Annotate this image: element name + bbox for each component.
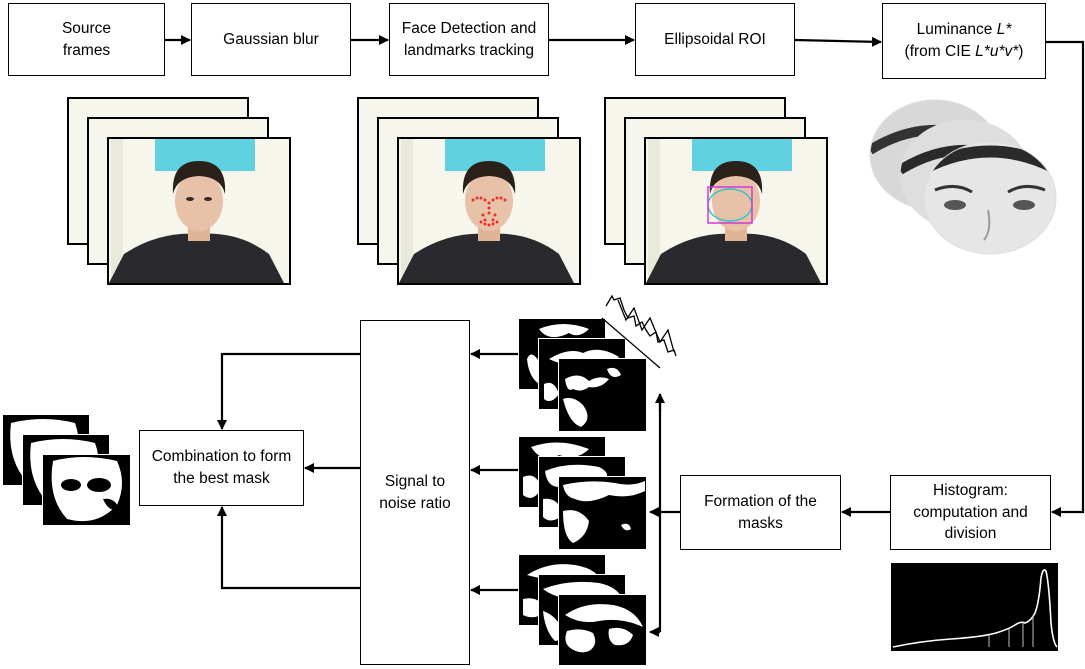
combination-box: Combination to form the best mask [139,430,304,506]
binary-mask [42,454,131,526]
masks-label-1: Formation of the [704,492,817,510]
luminance-face-back [870,100,1000,210]
arrow-left-icon [1046,40,1085,517]
histogram-box: Histogram: computation and division [890,475,1051,550]
luminance-box: Luminance L* (from CIE L*u*v*) [882,3,1046,79]
combination-label-1: Combination to form [151,448,292,466]
ellipsoidal-roi-box: Ellipsoidal ROI [635,3,795,76]
source-frames-label-1: Source [61,19,112,37]
video-frame [644,137,828,285]
histogram-label-3: division [944,525,997,543]
source-frames-label-2: frames [62,41,111,59]
person-with-landmarks-image [399,139,574,283]
gaussian-blur-label: Gaussian blur [223,30,319,48]
luminance-label-1: Luminance L* [916,21,1012,39]
video-frame [397,137,581,285]
histogram-image [891,563,1058,651]
arrow-down-icon [217,352,360,430]
binary-mask [558,358,647,432]
luminance-face-front [924,142,1056,254]
histogram-label-1: Histogram: [933,481,1008,499]
source-frames-box: Source frames [8,3,165,76]
combination-label-2: the best mask [173,470,270,487]
person-image [109,139,284,283]
luminance-face-middle [900,120,1030,230]
face-detection-label-2: landmarks tracking [403,41,535,59]
face-detection-label-1: Face Detection and [401,19,537,37]
binary-mask [558,476,647,550]
arrow-right-icon [794,36,882,47]
video-frame [107,137,291,285]
luminance-label-2: (from CIE L*u*v*) [904,43,1024,60]
histogram-label-2: computation and [913,503,1028,521]
gaussian-blur-box: Gaussian blur [191,3,351,76]
face-detection-box: Face Detection and landmarks tracking [389,3,549,76]
binary-mask [558,594,647,666]
histogram-curve-icon [892,569,1058,648]
snr-label-1: Signal to [384,472,446,490]
person-with-roi-image [646,139,821,283]
snr-label-2: noise ratio [379,494,451,512]
masks-label-2: masks [738,514,783,532]
formation-of-masks-box: Formation of the masks [680,475,841,550]
arrow-up-icon [217,506,360,590]
ellipsoidal-roi-label: Ellipsoidal ROI [664,30,766,48]
snr-box: Signal to noise ratio [360,320,470,665]
